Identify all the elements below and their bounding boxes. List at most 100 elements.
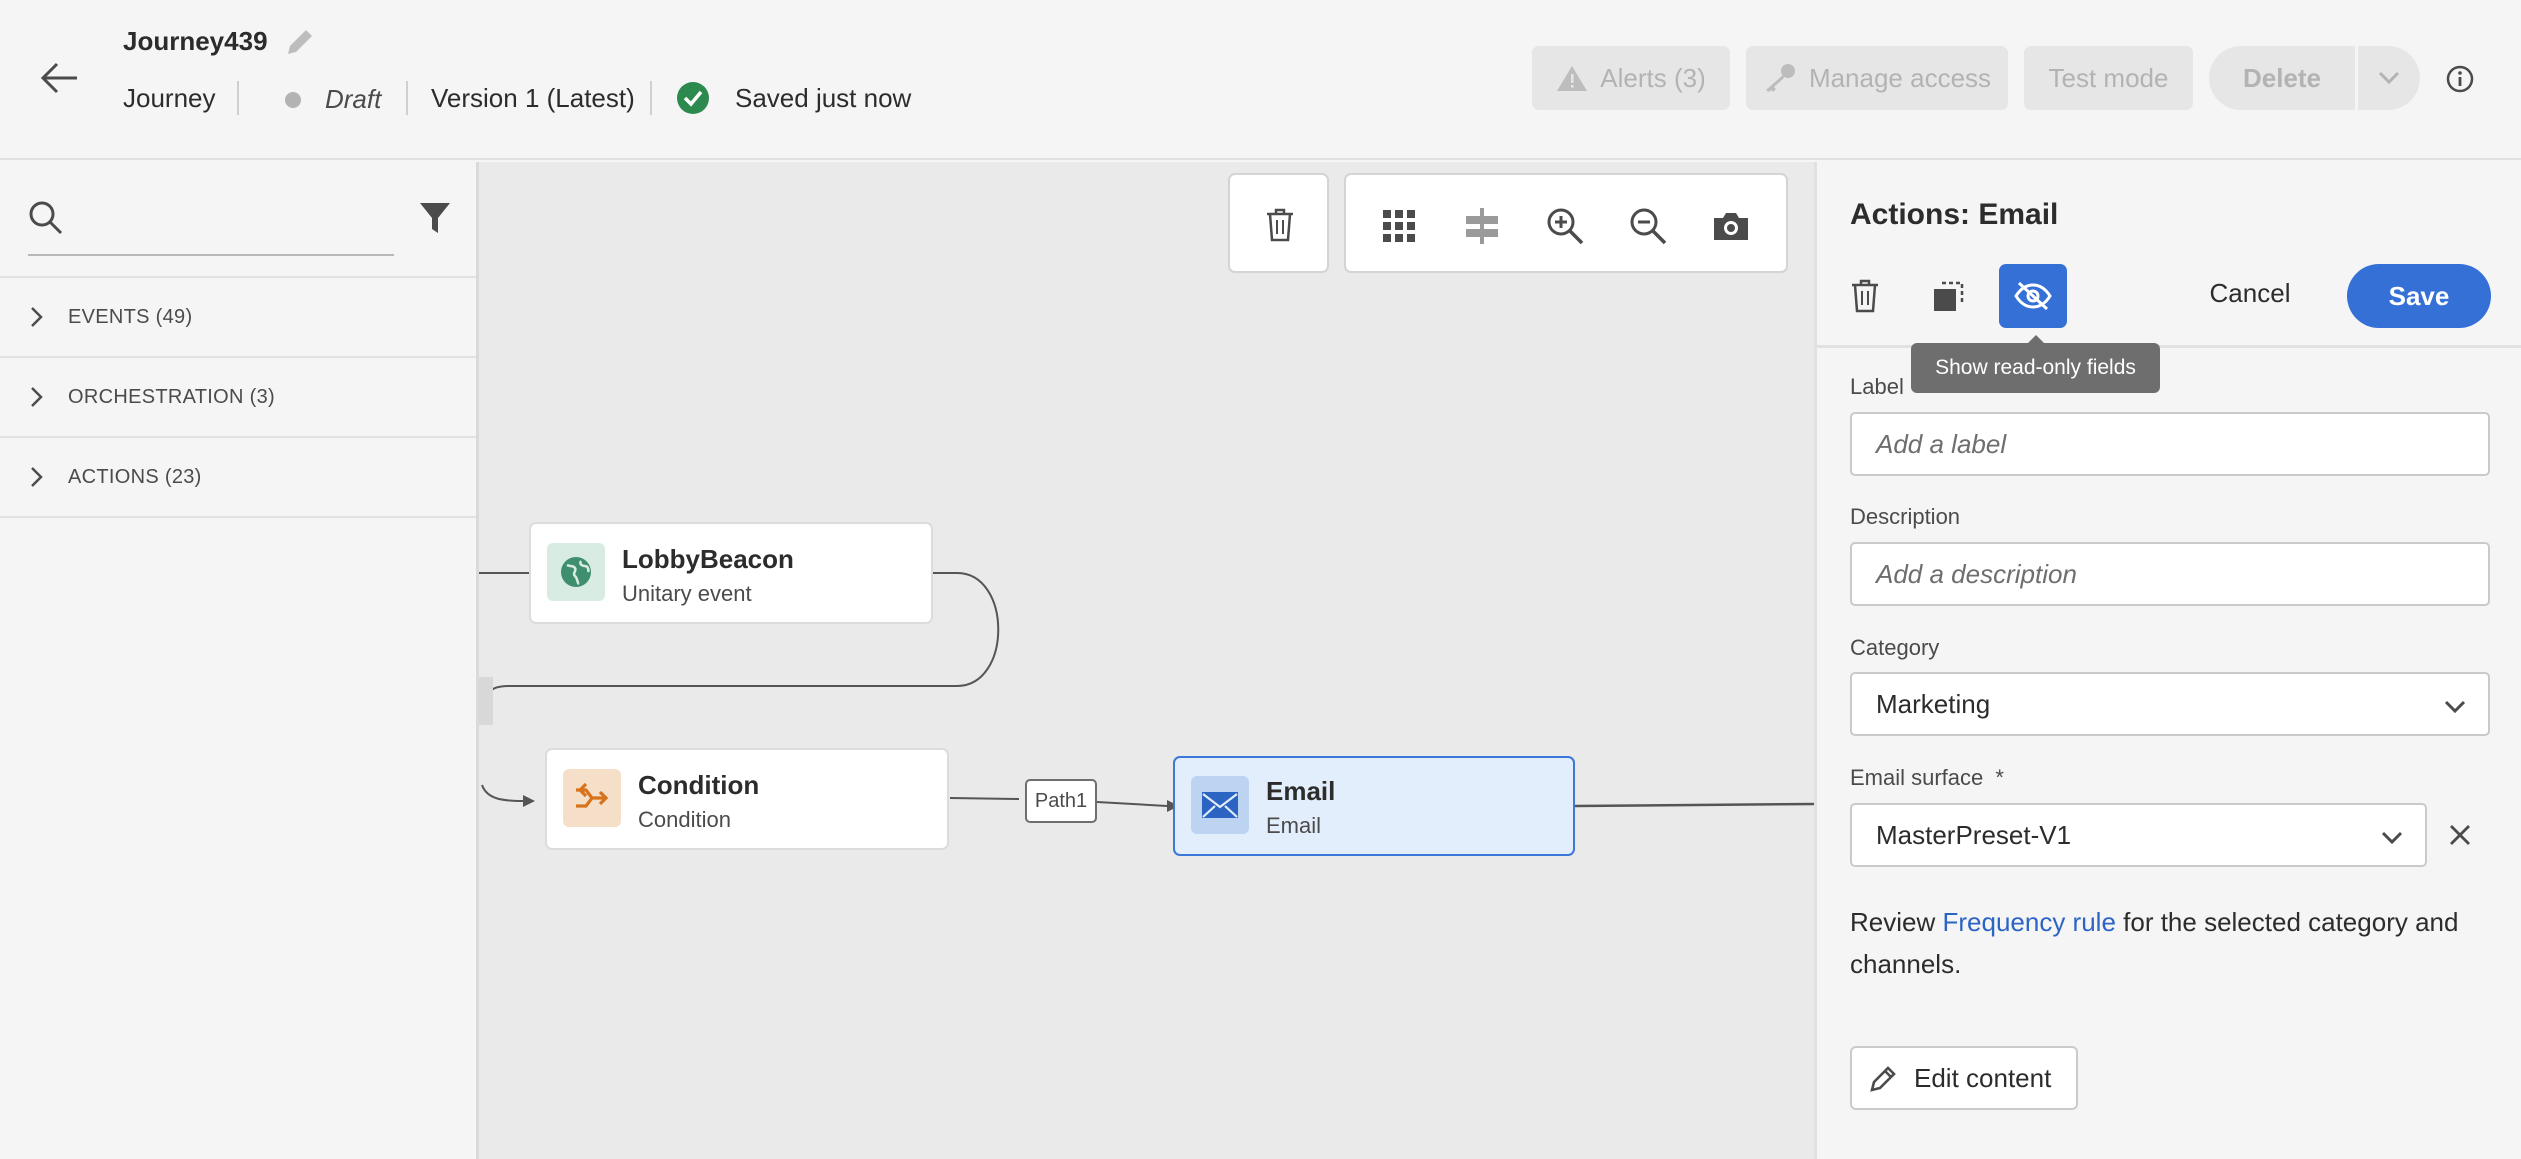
description-field-label: Description	[1850, 504, 1961, 529]
duplicate-icon	[1934, 281, 1964, 311]
category-label: EVENTS (49)	[68, 305, 193, 328]
alert-icon	[1557, 66, 1588, 91]
status-dot	[285, 92, 301, 108]
screenshot-button[interactable]	[1711, 206, 1751, 246]
tooltip-text: Show read-only fields	[1935, 356, 2136, 379]
tooltip-arrow	[2028, 335, 2044, 343]
align-center-icon	[1466, 208, 1498, 244]
event-node-lobbybeacon[interactable]: LobbyBeacon Unitary event	[529, 522, 933, 624]
review-text-suffix: for the selected category and channels.	[1850, 907, 2459, 979]
email-surface-field-label: Email surface *	[1850, 765, 2004, 791]
delete-action-button[interactable]	[1831, 264, 1899, 328]
frequency-rule-note: Review Frequency rule for the selected c…	[1850, 901, 2490, 985]
email-surface-value: MasterPreset-V1	[1876, 819, 2072, 850]
chevron-right-icon	[31, 307, 43, 327]
cancel-button[interactable]: Cancel	[2209, 278, 2291, 308]
camera-icon	[1714, 213, 1748, 240]
journey-header: Journey439 Journey Draft Version 1 (Late…	[0, 0, 2521, 160]
label-field-label: Label	[1850, 374, 1904, 399]
info-button[interactable]	[2446, 65, 2474, 93]
trash-icon	[1267, 208, 1293, 242]
journey-type: Journey	[123, 83, 216, 113]
zoom-in-icon	[1547, 208, 1584, 245]
search-icon	[28, 200, 64, 236]
info-icon	[2446, 65, 2474, 93]
description-input[interactable]: Add a description	[1850, 542, 2490, 606]
edit-content-label: Edit content	[1914, 1062, 2052, 1093]
manage-access-button[interactable]: Manage access	[1746, 46, 2008, 110]
divider	[406, 81, 408, 115]
save-status: Saved just now	[735, 83, 912, 113]
test-mode-button[interactable]: Test mode	[2024, 46, 2193, 110]
email-action-node[interactable]: Email Email	[1173, 756, 1575, 856]
show-read-only-fields-button[interactable]	[1999, 264, 2067, 328]
chevron-down-icon	[2444, 700, 2466, 714]
required-mark: *	[1995, 765, 2004, 790]
category-label: ACTIONS (23)	[68, 465, 202, 488]
divider	[0, 276, 476, 278]
delete-label: Delete	[2242, 62, 2322, 93]
more-actions-button[interactable]	[2358, 46, 2420, 110]
email-surface-select[interactable]: MasterPreset-V1	[1850, 803, 2427, 867]
key-icon	[1765, 64, 1795, 92]
edit-content-button[interactable]: Edit content	[1850, 1046, 2078, 1110]
zoom-out-button[interactable]	[1628, 206, 1668, 246]
zoom-in-button[interactable]	[1545, 206, 1585, 246]
canvas-view-toolbar	[1344, 173, 1788, 273]
category-orchestration[interactable]: ORCHESTRATION (3)	[0, 358, 476, 438]
category-events[interactable]: EVENTS (49)	[0, 278, 476, 358]
email-surface-label-text: Email surface	[1850, 765, 1984, 790]
close-icon	[2450, 825, 2470, 845]
delete-node-button[interactable]	[1260, 205, 1300, 245]
node-title: LobbyBeacon	[622, 544, 794, 574]
eye-off-icon	[2014, 281, 2052, 311]
label-placeholder: Add a label	[1876, 428, 2007, 459]
fit-view-button[interactable]	[1462, 206, 1502, 246]
test-mode-label: Test mode	[2048, 62, 2169, 93]
clear-surface-button[interactable]	[2446, 821, 2474, 849]
category-label: ORCHESTRATION (3)	[68, 385, 275, 408]
node-title: Condition	[638, 770, 760, 800]
description-placeholder: Add a description	[1876, 558, 2077, 589]
pencil-icon	[1870, 1066, 1896, 1092]
pencil-icon	[288, 30, 312, 54]
chevron-right-icon	[31, 467, 43, 487]
category-field-label: Category	[1850, 635, 1940, 660]
search-input[interactable]	[72, 196, 392, 240]
condition-node[interactable]: Condition Condition	[545, 748, 949, 850]
journey-canvas[interactable]: LobbyBeacon Unitary event Condition Cond…	[479, 162, 1814, 1159]
save-button[interactable]: Save	[2347, 264, 2491, 328]
chevron-down-icon	[2381, 831, 2403, 845]
action-properties-panel: Actions: Email Cancel Save Show read-onl…	[1814, 162, 2521, 1159]
chevron-right-icon	[31, 387, 43, 407]
zoom-out-icon	[1630, 208, 1667, 245]
arrow-left-icon	[40, 62, 77, 94]
label-input[interactable]: Add a label	[1850, 412, 2490, 476]
canvas-delete-toolbar	[1228, 173, 1329, 273]
alerts-label: Alerts (3)	[1600, 62, 1706, 93]
activity-palette: EVENTS (49) ORCHESTRATION (3) ACTIONS (2…	[0, 162, 479, 1159]
filter-button[interactable]	[418, 200, 452, 236]
duplicate-button[interactable]	[1915, 264, 1983, 328]
envelope-icon	[1191, 776, 1249, 834]
condition-branch-icon	[563, 769, 621, 827]
journey-name: Journey439	[123, 26, 268, 56]
back-button[interactable]	[30, 52, 88, 104]
version-label[interactable]: Version 1 (Latest)	[431, 83, 635, 113]
alerts-button[interactable]: Alerts (3)	[1532, 46, 1730, 110]
connection-lines	[479, 567, 1814, 812]
rename-button[interactable]	[282, 24, 318, 60]
frequency-rule-link[interactable]: Frequency rule	[1942, 907, 2116, 937]
grid-icon	[1383, 210, 1415, 242]
node-subtitle: Unitary event	[622, 581, 752, 606]
divider	[1817, 345, 2521, 348]
node-subtitle: Email	[1266, 813, 1322, 838]
path-label[interactable]: Path1	[1025, 779, 1097, 823]
arrange-button[interactable]	[1379, 206, 1419, 246]
category-actions[interactable]: ACTIONS (23)	[0, 438, 476, 518]
trash-icon	[1852, 279, 1878, 313]
node-subtitle: Condition	[638, 807, 731, 832]
category-select[interactable]: Marketing	[1850, 672, 2490, 736]
tooltip: Show read-only fields	[1911, 335, 2160, 393]
delete-journey-button[interactable]: Delete	[2209, 46, 2355, 110]
